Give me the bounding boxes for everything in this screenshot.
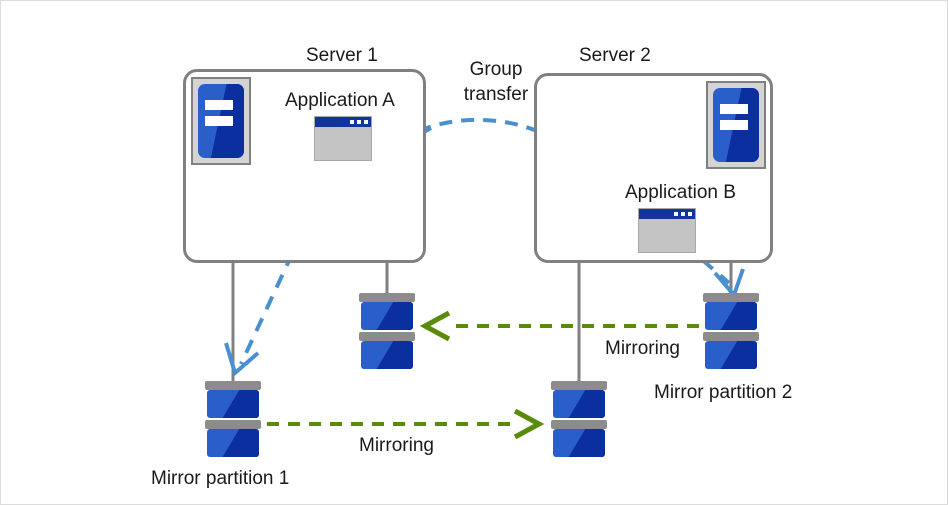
disk-plate xyxy=(551,381,607,390)
disk-plate xyxy=(205,420,261,429)
mirroring-bottom-arrowhead xyxy=(513,408,545,440)
application-b-window-icon xyxy=(638,208,696,253)
disk-stack-server2-secondary xyxy=(551,381,607,461)
disk-plate xyxy=(205,381,261,390)
app-window-titlebar xyxy=(639,209,695,219)
server-icon-bar-2 xyxy=(205,115,233,127)
disk-plate xyxy=(359,332,415,341)
app-window-dot-3 xyxy=(688,212,692,216)
app-window-dot-1 xyxy=(350,120,354,124)
disk-body xyxy=(207,429,259,457)
server-icon-body xyxy=(713,88,759,162)
disk-body xyxy=(553,429,605,457)
disk-body xyxy=(361,341,413,369)
disk-body xyxy=(705,302,757,330)
mirror-partition-2-label: Mirror partition 2 xyxy=(654,382,793,403)
mirroring-top-label: Mirroring xyxy=(605,338,680,359)
disk-stack-server1-secondary xyxy=(359,293,415,373)
group-transfer-label-line1: Group xyxy=(469,59,523,80)
disk-plate xyxy=(359,293,415,302)
application-b-label: Application B xyxy=(625,182,736,203)
mirror-partition-1-label: Mirror partition 1 xyxy=(151,468,290,489)
server-icon-body xyxy=(198,84,244,158)
disk-stack-mirror-partition-1 xyxy=(205,381,261,461)
mirroring-bottom-label: Mirroring xyxy=(359,435,434,456)
mirroring-top-arrowhead xyxy=(419,310,451,342)
app-window-dot-2 xyxy=(681,212,685,216)
disk-body xyxy=(553,390,605,418)
group-transfer-label-line2: transfer xyxy=(463,84,529,105)
app-window-dot-2 xyxy=(357,120,361,124)
disk-body xyxy=(705,341,757,369)
server1-title: Server 1 xyxy=(306,45,378,66)
app-a-to-partition1-arrowhead xyxy=(224,342,260,377)
server1-machine-icon xyxy=(191,77,251,165)
server2-machine-icon xyxy=(706,81,766,169)
disk-body xyxy=(207,390,259,418)
app-window-dot-1 xyxy=(674,212,678,216)
server-icon-bar-2 xyxy=(720,119,748,131)
application-a-window-icon xyxy=(314,116,372,161)
disk-plate xyxy=(551,420,607,429)
server-icon-bar-1 xyxy=(720,103,748,114)
disk-plate xyxy=(703,293,759,302)
disk-body xyxy=(361,302,413,330)
app-window-titlebar xyxy=(315,117,371,127)
server2-title: Server 2 xyxy=(579,45,651,66)
group-transfer-arrow xyxy=(418,117,560,144)
server-icon-bar-1 xyxy=(205,99,233,110)
application-a-label: Application A xyxy=(285,90,395,111)
disk-stack-mirror-partition-2 xyxy=(703,293,759,373)
app-window-dot-3 xyxy=(364,120,368,124)
disk-plate xyxy=(703,332,759,341)
